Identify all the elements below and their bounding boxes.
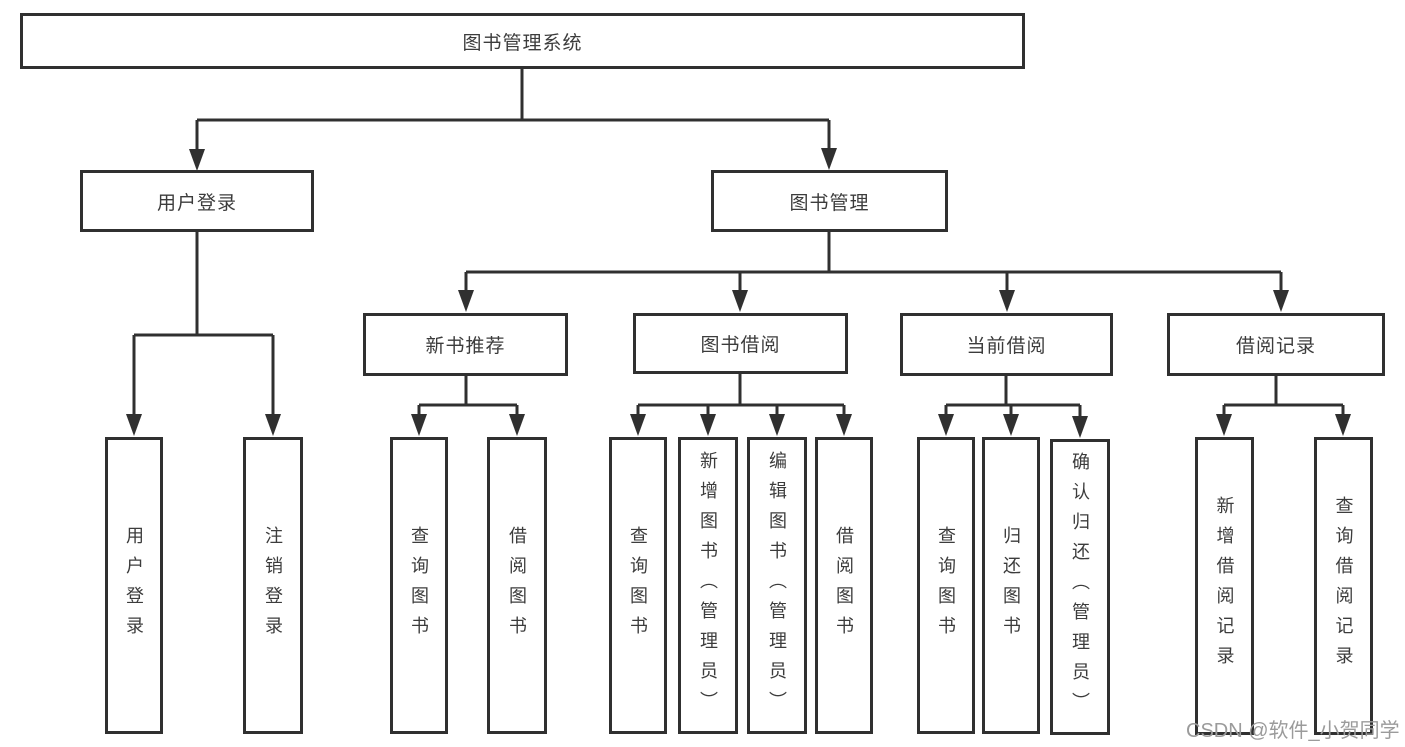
node-user-login: 用户登录 [80,170,314,232]
arrowhead [1072,416,1088,438]
leaf-user-login-label: 用户登录 [124,525,144,646]
leaf-current-query-label: 查询图书 [936,525,956,646]
arrowhead [1003,414,1019,436]
node-current-borrow: 当前借阅 [900,313,1113,376]
leaf-add-book-admin: 新增图书（管理员） [678,437,738,734]
leaf-return-book-label: 归还图书 [1001,525,1021,646]
arrowhead [1335,414,1351,436]
arrowhead [1273,290,1289,312]
connector-book-borrow [636,373,846,416]
leaf-add-borrow-record-label: 新增借阅记录 [1214,496,1235,676]
connector-current-borrow [944,376,1082,418]
leaf-user-login: 用户登录 [105,437,163,734]
leaf-query-borrow-record: 查询借阅记录 [1314,437,1373,735]
leaf-confirm-return-admin-label: 确认归还（管理员） [1070,452,1090,722]
node-new-book-recommend: 新书推荐 [363,313,568,376]
leaf-edit-book-admin-label: 编辑图书（管理员） [767,450,787,721]
arrowhead [821,148,837,170]
node-borrow-records: 借阅记录 [1167,313,1385,376]
leaf-newbook-borrow-label: 借阅图书 [507,525,527,646]
arrowhead [769,414,785,436]
csdn-watermark: CSDN @软件_小贺同学 [1186,720,1400,742]
arrowhead [126,414,142,436]
connector-root [195,69,831,152]
arrowhead [732,290,748,312]
arrowhead [700,414,716,436]
node-root-label: 图书管理系统 [462,32,583,54]
leaf-add-book-admin-label: 新增图书（管理员） [698,450,718,721]
arrowhead [938,414,954,436]
node-borrow-records-label: 借阅记录 [1235,336,1316,357]
node-root: 图书管理系统 [20,13,1025,69]
leaf-add-borrow-record: 新增借阅记录 [1195,437,1254,735]
leaf-query-borrow-record-label: 查询借阅记录 [1333,496,1354,676]
arrowhead [999,290,1015,312]
node-current-borrow-label: 当前借阅 [966,336,1047,357]
leaf-borrow-query: 查询图书 [609,437,667,734]
arrowhead [836,414,852,436]
arrowhead [458,290,474,312]
node-book-management-label: 图书管理 [789,192,870,214]
arrowhead [411,414,427,436]
leaf-return-book: 归还图书 [982,437,1040,734]
leaf-newbook-borrow: 借阅图书 [487,437,547,734]
arrowhead [265,414,281,436]
leaf-newbook-query-label: 查询图书 [409,525,429,646]
leaf-logout-label: 注销登录 [263,525,283,646]
node-new-book-recommend-label: 新书推荐 [425,336,506,357]
leaf-current-query: 查询图书 [917,437,975,734]
node-book-management: 图书管理 [711,170,948,232]
leaf-newbook-query: 查询图书 [390,437,448,734]
leaf-logout: 注销登录 [243,437,303,734]
arrowhead [630,414,646,436]
node-user-login-label: 用户登录 [156,192,237,214]
connector-book-management [464,232,1283,292]
arrowhead [189,149,205,171]
node-book-borrow-label: 图书借阅 [700,335,781,356]
connector-borrow-records [1222,376,1345,416]
arrowhead [509,414,525,436]
leaf-confirm-return-admin: 确认归还（管理员） [1050,439,1110,735]
leaf-borrow-book-label: 借阅图书 [834,525,854,646]
node-book-borrow: 图书借阅 [633,313,848,374]
leaf-edit-book-admin: 编辑图书（管理员） [747,437,807,734]
leaf-borrow-query-label: 查询图书 [628,525,648,646]
leaf-borrow-book: 借阅图书 [815,437,873,734]
connector-user-login [132,232,275,416]
arrowhead [1216,414,1232,436]
connector-new-book [417,376,519,416]
